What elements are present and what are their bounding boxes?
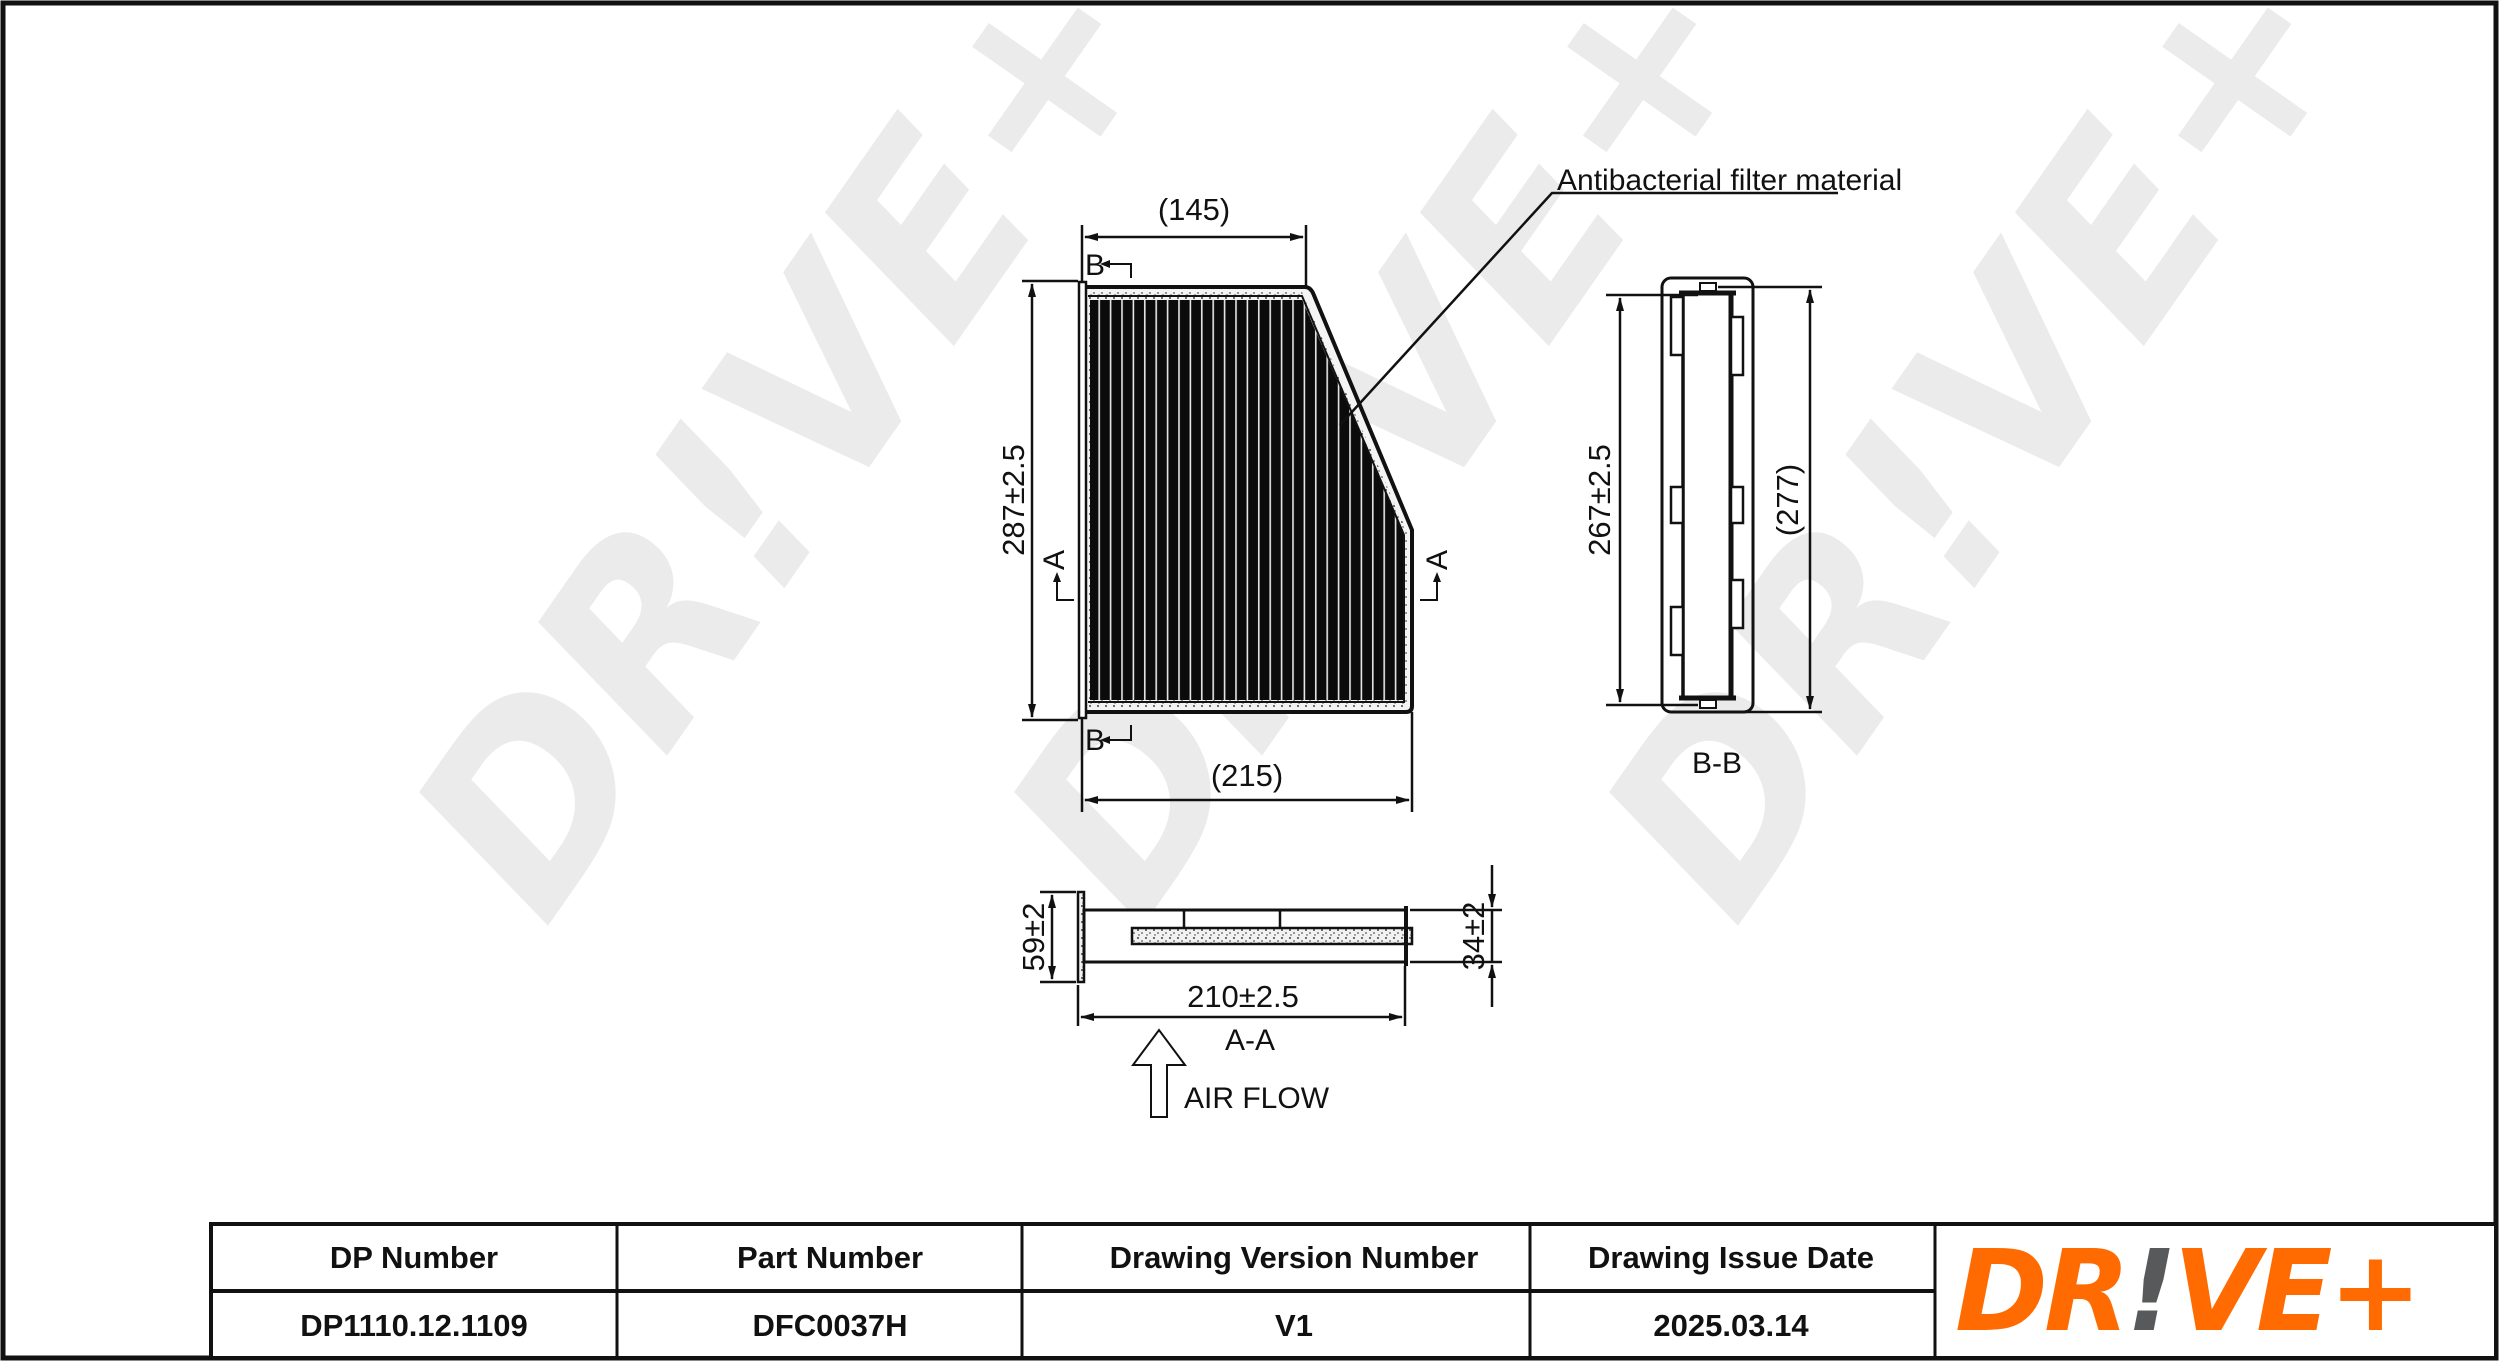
dim-bb-inner-height: 267±2.5 [1582,444,1617,556]
section-bb-view: 267±2.5 (277) B-B [1582,276,1822,780]
section-marker-b-top: B [1085,249,1105,282]
dim-aa-flange-height: 59±2 [1016,903,1051,972]
callout-leader [1339,191,1838,426]
main-view: (145) (215) 287±2.5 B B A A Antibacteria… [996,164,1902,812]
logo-text-bang: ! [2126,1227,2173,1357]
value-drawing-version: V1 [1275,1308,1313,1343]
header-issue-date: Drawing Issue Date [1588,1240,1874,1275]
airflow-arrow-icon [1131,1028,1187,1118]
section-aa-view: 59±2 34±2 210±2.5 A-A AIR FLOW [1016,865,1502,1118]
section-marker-a-right: A [1421,550,1454,570]
value-issue-date: 2025.03.14 [1653,1308,1809,1343]
value-part-number: DFC0037H [752,1308,907,1343]
dim-height: 287±2.5 [996,444,1031,556]
filter-left-flange [1077,280,1088,720]
header-drawing-version: Drawing Version Number [1110,1240,1479,1275]
dim-aa-body-height: 34±2 [1456,902,1491,971]
section-marker-b-bottom: B [1085,724,1105,757]
callout-antibacterial: Antibacterial filter material [1557,164,1902,197]
section-bb-label: B-B [1692,747,1742,780]
logo-text-dr: DR [1955,1227,2126,1357]
section-aa-label: A-A [1225,1024,1275,1057]
dim-top-width: (145) [1158,192,1230,227]
logo-text-ve: VE+ [2173,1227,2418,1357]
svg-text:DR!VE+: DR!VE+ [1955,1227,2418,1357]
value-dp-number: DP1110.12.1109 [300,1308,528,1343]
title-block: DP Number Part Number Drawing Version Nu… [209,1222,2498,1360]
section-marker-a-left: A [1038,550,1071,570]
airflow-label: AIR FLOW [1184,1082,1330,1115]
dim-bottom-width: (215) [1211,758,1283,793]
header-part-number: Part Number [737,1240,923,1275]
header-dp-number: DP Number [330,1240,498,1275]
drive-logo: DR!VE+ [1955,1227,2422,1357]
dim-aa-width: 210±2.5 [1187,979,1299,1014]
dim-bb-outer-height: (277) [1770,464,1805,536]
